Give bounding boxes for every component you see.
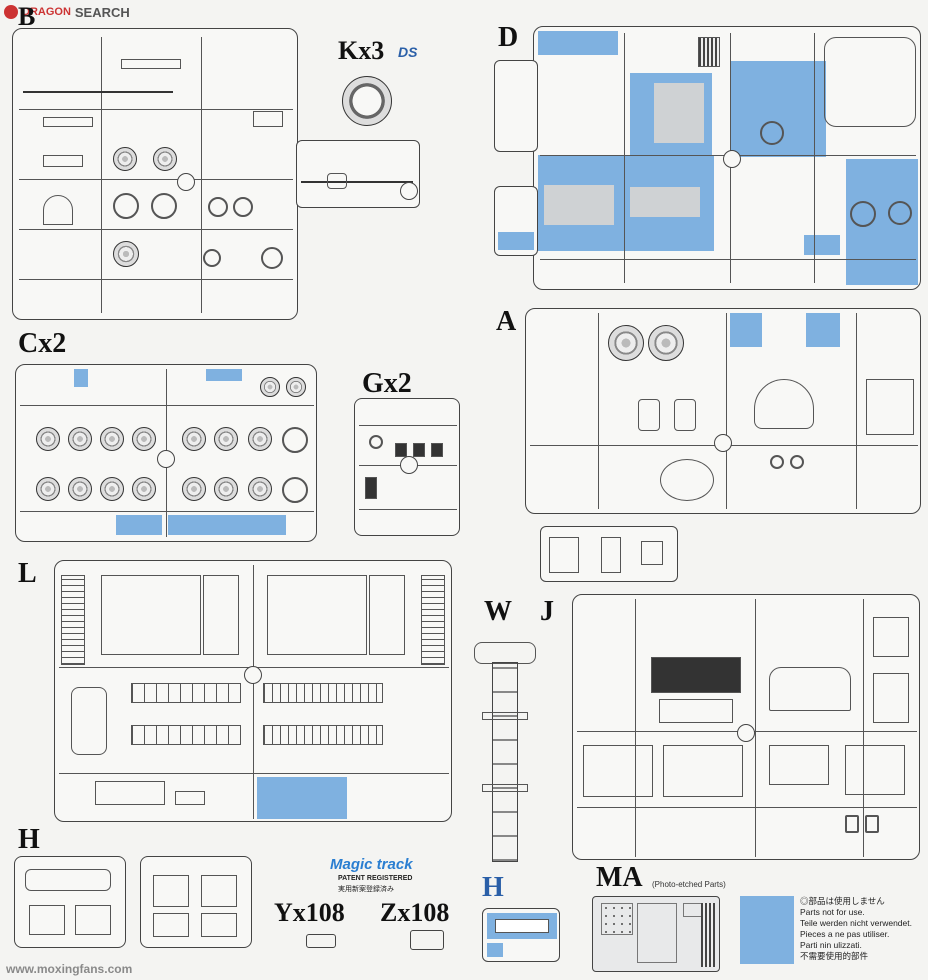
- sprue-a-tab: [540, 526, 678, 582]
- sprue-letter-j: J: [540, 596, 554, 627]
- ma-subtitle: (Photo-etched Parts): [652, 880, 726, 889]
- sprue-w-chassis: [474, 634, 536, 862]
- track-link-z: [410, 930, 444, 950]
- sprue-d-tab-top: [494, 60, 538, 152]
- dragon-logo-icon: [4, 5, 18, 19]
- sprue-h-small: [482, 908, 560, 962]
- sprue-letter-h-blue: H: [482, 872, 504, 903]
- sprue-letter-a: A: [496, 306, 517, 337]
- sprue-letter-cx2: Cx2: [18, 328, 67, 359]
- legend-line-en: Parts not for use.: [800, 907, 865, 917]
- sprue-l: [54, 560, 452, 822]
- legend-line-fr: Pieces a ne pas utiliser.: [800, 929, 890, 939]
- sprue-a-hub: [714, 434, 732, 452]
- sprue-b-ext-hub: [400, 182, 418, 200]
- legend-line-cn: 不需要使用的部件: [800, 951, 869, 961]
- watermark-search-text: SEARCH: [74, 4, 130, 20]
- sprue-b: [12, 28, 298, 320]
- magic-track-logo: Magic track: [330, 856, 413, 873]
- legend-swatch-not-used: [740, 896, 794, 964]
- sprue-j-hub: [737, 724, 755, 742]
- legend-line-de: Teile werden nicht verwendet.: [800, 918, 912, 928]
- ds-badge: DS: [398, 44, 418, 60]
- watermark-logo: DRAGON SEARCH: [4, 4, 130, 20]
- sprue-l-hub: [244, 666, 262, 684]
- sprue-letter-h: H: [18, 824, 40, 855]
- sprue-letter-d: D: [498, 22, 519, 53]
- photo-etched-fret: [592, 896, 720, 972]
- sprue-b-extension: [296, 140, 420, 208]
- legend-line-jp: ◎部品は使用しません: [800, 896, 885, 906]
- sprue-letter-w: W: [484, 596, 512, 627]
- track-link-y: [306, 934, 336, 948]
- sprue-a: [525, 308, 921, 514]
- sprue-letter-l: L: [18, 558, 37, 589]
- sprue-h-right: [140, 856, 252, 948]
- legend-text: ◎部品は使用しません Parts not for use. Teile werd…: [800, 896, 912, 962]
- watermark-bottom: www.moxingfans.com: [6, 962, 133, 976]
- sprue-letter-b: B: [18, 2, 36, 31]
- magic-track-patent: PATENT REGISTERED: [338, 875, 413, 882]
- legend-line-it: Parti nin ulizzati.: [800, 940, 862, 950]
- magic-track-patent-jp: 実用新案登録済み: [338, 886, 394, 893]
- label-zx108: Zx108: [380, 898, 450, 927]
- kx3-tire: [342, 76, 392, 126]
- sprue-g-hub: [400, 456, 418, 474]
- sprue-letter-ma: MA: [596, 862, 643, 893]
- sprue-b-hub: [177, 173, 195, 191]
- sprue-letter-gx2: Gx2: [362, 368, 412, 399]
- sprue-letter-kx3: Kx3: [338, 36, 385, 65]
- sprue-h-left: [14, 856, 126, 948]
- label-yx108: Yx108: [274, 898, 345, 927]
- watermark-logo-text: DRAGON: [22, 6, 71, 18]
- sprue-d-hub: [723, 150, 741, 168]
- sprue-c-hub: [157, 450, 175, 468]
